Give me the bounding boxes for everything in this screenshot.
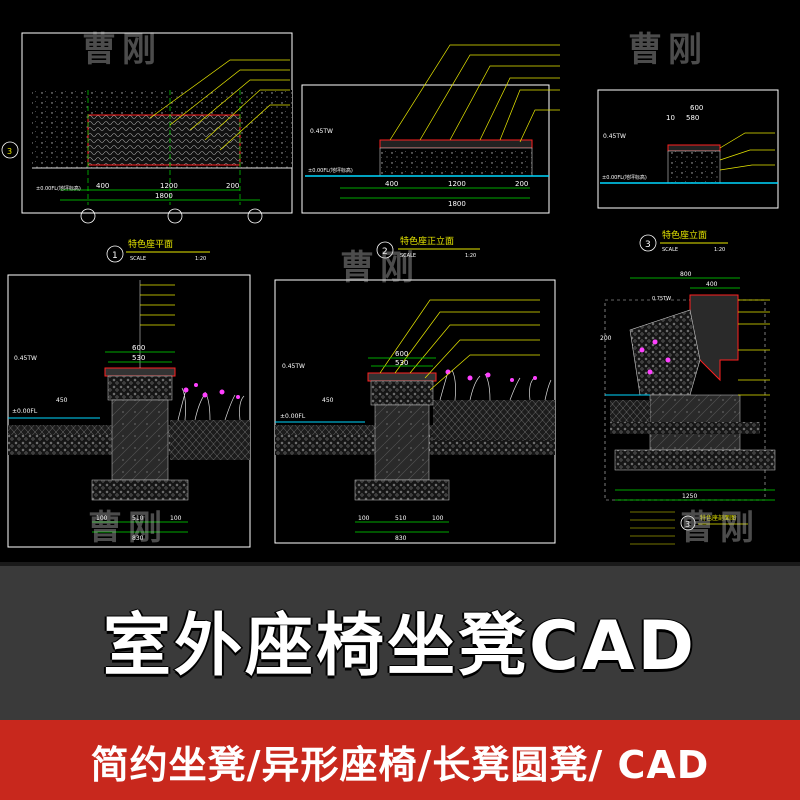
front-frame bbox=[301, 84, 550, 214]
section-a-vdim-0: 450 bbox=[56, 397, 68, 404]
section-b-dim-bottom-0: 100 bbox=[358, 515, 370, 522]
section-a-frame bbox=[7, 274, 251, 548]
side-title: 特色座立面 bbox=[662, 229, 707, 241]
plan-scale-label: SCALE bbox=[130, 256, 146, 262]
plan-side-marker bbox=[1, 141, 19, 159]
section-b-dim-top-1: 530 bbox=[395, 359, 408, 367]
side-title-marker bbox=[639, 234, 657, 252]
section-c-number: 3 bbox=[685, 520, 690, 529]
section-b-vdim-0: 450 bbox=[322, 397, 334, 404]
section-a-dim-bottom-2: 510 bbox=[132, 515, 144, 522]
footer-text: 简约坐凳/异形座椅/长凳圆凳/ CAD bbox=[90, 743, 710, 787]
section-b-level-top: 0.45TW bbox=[282, 363, 305, 370]
plan-title: 特色座平面 bbox=[128, 238, 173, 250]
front-title-marker bbox=[376, 241, 394, 259]
side-dim-0: 10 bbox=[666, 114, 675, 122]
watermark: 曹刚 bbox=[88, 508, 168, 548]
section-a-dim-bottom-5: 830 bbox=[132, 535, 144, 542]
plan-number: 1 bbox=[112, 251, 118, 261]
section-c-dim-bottom-0: 1250 bbox=[682, 493, 697, 500]
watermark: 曹刚 bbox=[82, 30, 162, 70]
plan-level: ±0.00FL(地坪标高) bbox=[36, 185, 81, 192]
watermark: 曹刚 bbox=[340, 248, 420, 288]
section-c-plants bbox=[639, 339, 671, 375]
side-dim-1: 580 bbox=[686, 114, 699, 122]
section-c-title-marker bbox=[680, 515, 696, 531]
side-scale-label: SCALE bbox=[662, 247, 678, 253]
section-c-level-top: 0.75TW bbox=[652, 296, 671, 302]
section-a-level-ground: ±0.00FL bbox=[12, 408, 38, 415]
section-c-dim-top-0: 800 bbox=[680, 271, 692, 278]
section-a-dim-bottom-4: 100 bbox=[170, 515, 182, 522]
front-seat-body bbox=[379, 147, 533, 177]
plan-seat bbox=[87, 114, 241, 166]
front-level-top: 0.45TW bbox=[310, 128, 333, 135]
section-b-plants bbox=[439, 369, 552, 401]
plan-side-mark: 3 bbox=[7, 147, 12, 156]
front-title: 特色座正立面 bbox=[400, 235, 454, 247]
section-a-dim-top-0: 600 bbox=[132, 344, 145, 352]
plan-dim-3: 1800 bbox=[155, 192, 173, 200]
side-scale: 1:20 bbox=[714, 247, 725, 253]
side-level-ground: ±0.00FL(地坪标高) bbox=[602, 174, 647, 181]
section-b-foundation bbox=[374, 404, 430, 481]
front-dim-3: 1800 bbox=[448, 200, 466, 208]
section-b-dim-bottom-4: 100 bbox=[432, 515, 444, 522]
section-b-level-ground: ±0.00FL bbox=[280, 413, 306, 420]
side-frame bbox=[597, 89, 779, 209]
side-seat-top bbox=[667, 144, 721, 152]
side-number: 3 bbox=[645, 240, 651, 250]
section-a-dim-top-1: 530 bbox=[132, 354, 145, 362]
section-a-level-top: 0.45TW bbox=[14, 355, 37, 362]
plan-title-marker bbox=[106, 245, 124, 263]
side-level-top: 0.45TW bbox=[603, 133, 626, 140]
side-dim-3: 600 bbox=[690, 104, 703, 112]
front-dim-0: 400 bbox=[385, 180, 398, 188]
subtitle-footer: 简约坐凳/异形座椅/长凳圆凳/ CAD bbox=[0, 720, 800, 800]
section-a-seat-top bbox=[104, 367, 176, 377]
section-c-seat bbox=[629, 309, 701, 396]
front-scale-label: SCALE bbox=[400, 253, 416, 259]
cad-drawing-svg: 400 1200 200 1800 ±0.00FL(地坪标高) 3 1 特色座平… bbox=[1, 32, 779, 548]
plan-scale: 1:20 bbox=[195, 256, 206, 262]
plan-dim-1: 1200 bbox=[160, 182, 178, 190]
watermark: 曹刚 bbox=[628, 30, 708, 70]
front-seat-top bbox=[379, 139, 533, 149]
section-a-foundation bbox=[111, 399, 169, 481]
section-b-dim-bottom-5: 830 bbox=[395, 535, 407, 542]
section-c-dim-top-1: 400 bbox=[706, 281, 718, 288]
section-a-dim-bottom-0: 100 bbox=[96, 515, 108, 522]
section-b-dim-top-0: 600 bbox=[395, 350, 408, 358]
plan-dim-2: 200 bbox=[226, 182, 239, 190]
front-scale: 1:20 bbox=[465, 253, 476, 259]
title-banner: 室外座椅坐凳CAD bbox=[0, 562, 800, 724]
section-b-dim-bottom-2: 510 bbox=[395, 515, 407, 522]
side-seat-body bbox=[667, 150, 721, 184]
front-number: 2 bbox=[382, 247, 388, 257]
section-a-plants bbox=[177, 383, 245, 421]
section-c-vdim-0: 200 bbox=[600, 335, 612, 342]
section-c-title: 特色座剖面图 bbox=[700, 514, 736, 522]
banner-title: 室外座椅坐凳CAD bbox=[103, 607, 697, 686]
watermark: 曹刚 bbox=[680, 508, 760, 548]
cad-drawing-area: 400 1200 200 1800 ±0.00FL(地坪标高) 3 1 特色座平… bbox=[1, 30, 779, 548]
front-level-ground: ±0.00FL(地坪标高) bbox=[308, 167, 353, 174]
front-dim-1: 1200 bbox=[448, 180, 466, 188]
plan-dim-0: 400 bbox=[96, 182, 109, 190]
front-dim-2: 200 bbox=[515, 180, 528, 188]
